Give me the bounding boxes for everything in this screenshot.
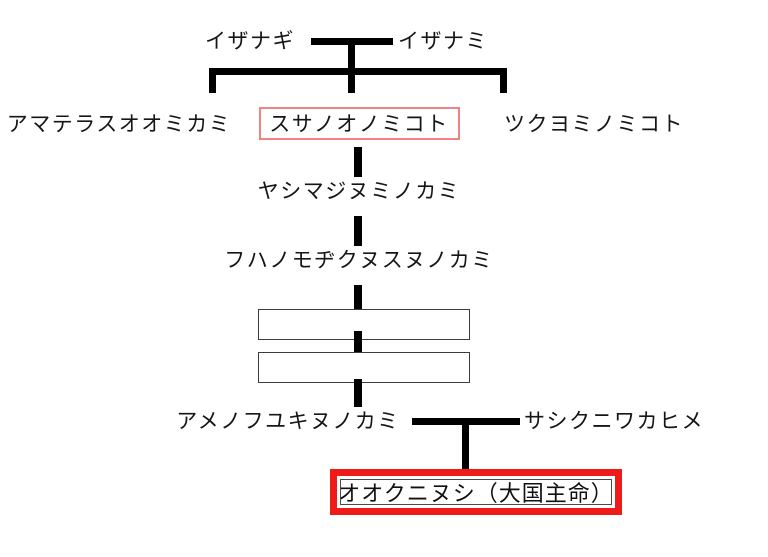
descent-dash-blank-2-to-amenofuyukinu [354, 379, 362, 407]
node-susanoo: スサノオノミコト [269, 112, 449, 136]
highlight-box-susanoo [259, 107, 460, 140]
node-sashikuniwakahime: サシクニワカヒメ [524, 409, 704, 433]
sibling-drop-susanoo [348, 68, 355, 93]
sibling-drop-tsukuyomi [500, 68, 507, 93]
node-amenofuyukinu: アメノフユキヌノカミ [176, 409, 400, 433]
blank-node-box-1 [258, 309, 470, 340]
node-izanami: イザナミ [398, 29, 488, 53]
descent-dash-blank-1-to-blank-2 [354, 331, 362, 361]
descent-dash-fuhanomodikunusunu-to-blank-1 [354, 285, 362, 313]
descent-dash-yashimajinumi-to-fuhanomodikunusunu [354, 216, 362, 246]
descent-dash-susanoo-to-yashimajinumi [354, 147, 362, 177]
okuninushi-inner-frame [340, 479, 612, 505]
sibling-drop-amaterasu [209, 68, 216, 93]
node-fuhanomodikunusunu: フハノモヂクヌスヌノカミ [224, 248, 494, 272]
node-yashimajinumi: ヤシマジヌミノカミ [257, 179, 461, 203]
node-tsukuyomi: ツクヨミノミコト [504, 112, 684, 136]
node-okuninushi: オオクニヌシ（大国主命） [338, 481, 614, 506]
descent-line-to-okuninushi [462, 418, 469, 470]
blank-node-box-2 [258, 352, 470, 383]
sibling-bar [209, 68, 507, 75]
highlight-box-okuninushi: オオクニヌシ（大国主命） [330, 469, 622, 515]
descent-line-izanagi-to-children [348, 38, 355, 74]
node-amaterasu: アマテラスオオミカミ [6, 112, 232, 136]
node-izanagi: イザナギ [205, 29, 295, 53]
